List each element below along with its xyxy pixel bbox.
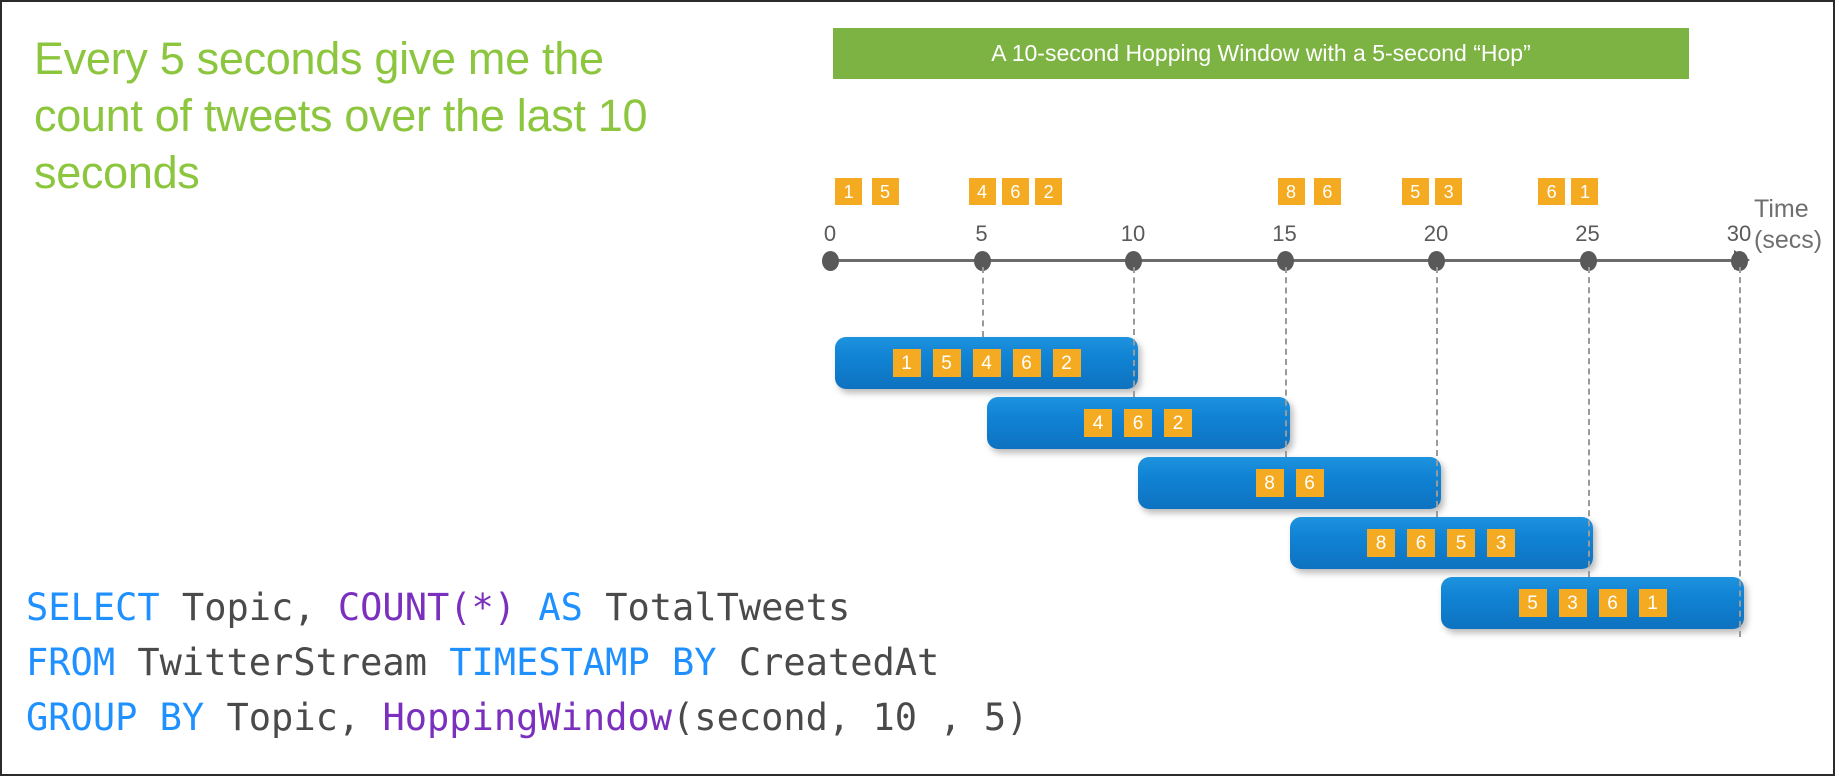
window-tweet-chip: 6 (1407, 529, 1435, 557)
tweet-event-chip: 6 (1538, 178, 1566, 205)
window-tweet-chip: 6 (1295, 469, 1324, 497)
window-boundary-guide-line (1133, 267, 1135, 397)
window-boundary-guide-line (981, 267, 984, 337)
sql-line: GROUP BY Topic, HoppingWindow(second, 10… (26, 690, 1028, 745)
window-tweet-chip: 4 (1084, 409, 1112, 437)
axis-tick-label: 30 (1726, 221, 1752, 246)
axis-tick-label: 20 (1423, 221, 1449, 246)
window-tweet-chip: 3 (1558, 589, 1587, 617)
sql-line: SELECT Topic, COUNT(*) AS TotalTweets (26, 580, 1028, 635)
tweet-event-chip: 1 (835, 178, 863, 205)
sql-token: TotalTweets (582, 586, 851, 629)
axis-tick-dot (822, 251, 839, 271)
sql-token: AS (538, 586, 583, 629)
sql-token: (second, 10 , 5) (672, 696, 1029, 739)
window-tweet-chip: 5 (932, 349, 961, 377)
axis-tick-dot (1579, 251, 1597, 271)
window-boundary-guide-line (1284, 267, 1287, 457)
axis-tick-dot (1731, 251, 1748, 271)
sql-token: HoppingWindow (382, 696, 673, 739)
sql-line: FROM TwitterStream TIMESTAMP BY CreatedA… (26, 635, 1028, 690)
window-tweet-chip: 4 (972, 349, 1001, 377)
axis-tick-dot (973, 251, 991, 271)
sql-token: SELECT (26, 586, 160, 629)
time-axis-label: Time (secs) (1754, 194, 1822, 256)
window-tweet-chip: 6 (1012, 349, 1041, 377)
window-boundary-guide-line (1587, 267, 1590, 577)
tweet-event-chip: 2 (1035, 178, 1063, 205)
axis-tick-dot (1428, 251, 1445, 271)
window-tweet-chip: 8 (1255, 469, 1284, 497)
tweet-event-chip: 3 (1435, 178, 1463, 205)
diagram-title-text: A 10-second Hopping Window with a 5-seco… (991, 40, 1531, 66)
sql-token: COUNT(*) (337, 586, 517, 629)
window-tweet-chip: 6 (1124, 409, 1152, 437)
axis-tick-dot (1276, 251, 1294, 271)
sql-token: Topic, (204, 696, 383, 739)
tweet-event-chip: 6 (1001, 178, 1029, 205)
axis-tick-label: 15 (1272, 221, 1297, 246)
tweet-event-chip: 8 (1277, 178, 1305, 205)
window-tweet-chip: 5 (1447, 529, 1475, 557)
sql-token: GROUP BY (26, 696, 205, 739)
window-tweet-chip: 6 (1598, 589, 1627, 617)
axis-tick-label: 10 (1120, 221, 1146, 246)
window-tweet-chip: 3 (1487, 529, 1515, 557)
axis-tick-label: 5 (975, 221, 988, 246)
window-tweet-chip: 5 (1518, 589, 1547, 617)
sql-token: Topic, (159, 586, 338, 629)
window-tweet-chip: 2 (1052, 349, 1081, 377)
sql-token: TwitterStream (115, 641, 450, 684)
sql-token (516, 586, 538, 629)
window-boundary-guide-line (1436, 267, 1438, 517)
tweet-event-chip: 5 (871, 178, 899, 205)
window-tweet-chip: 1 (892, 349, 921, 377)
tweet-event-chip: 6 (1313, 178, 1341, 205)
sql-token: TIMESTAMP BY (449, 641, 717, 684)
tweet-event-chip: 1 (1571, 178, 1599, 205)
time-axis-label-unit-line1: Time (1754, 195, 1809, 223)
time-axis-label-unit-line2: (secs) (1754, 226, 1823, 254)
window-tweet-chip: 1 (1638, 589, 1667, 617)
axis-tick-label: 0 (823, 221, 837, 246)
tweet-event-chip: 4 (968, 178, 996, 205)
tweet-event-chip: 5 (1401, 178, 1429, 205)
page-title: Every 5 seconds give me the count of twe… (34, 33, 660, 198)
sql-token: CreatedAt (716, 641, 940, 684)
window-boundary-guide-line (1739, 267, 1741, 637)
window-tweet-chip: 2 (1164, 409, 1192, 437)
diagram-title-banner: A 10-second Hopping Window with a 5-seco… (833, 28, 1689, 79)
sql-token: FROM (26, 641, 116, 684)
axis-tick-dot (1125, 251, 1142, 271)
axis-tick-label: 25 (1575, 221, 1600, 246)
window-tweet-chip: 8 (1367, 529, 1395, 557)
